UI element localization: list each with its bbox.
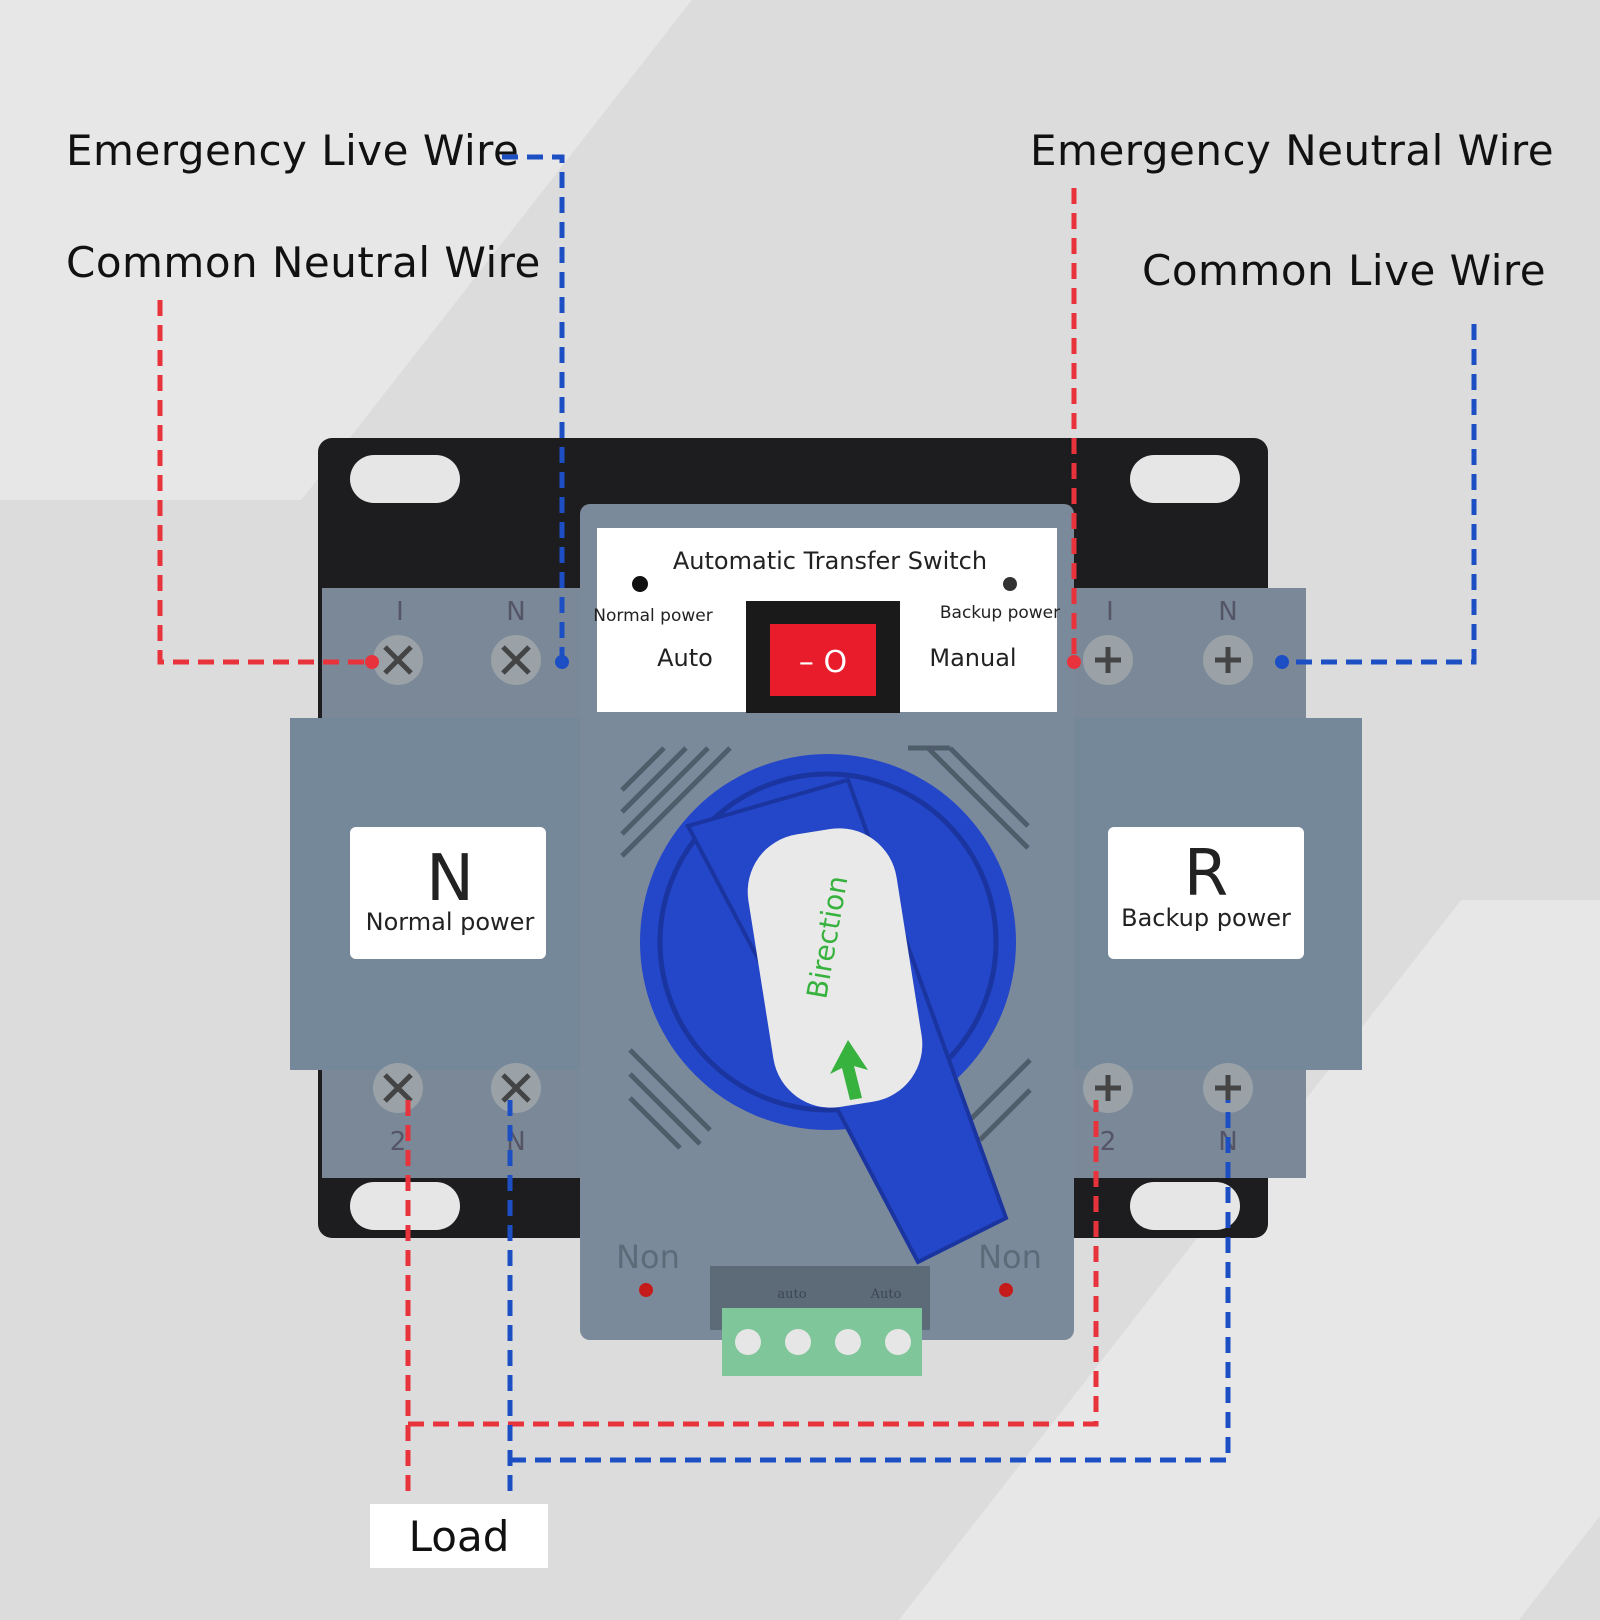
normal-panel-caption: Normal power (366, 908, 535, 936)
terminal-label: I (396, 597, 404, 627)
backup-power-module: R Backup power I N 2 N (1066, 588, 1362, 1178)
aux-label: auto (777, 1287, 806, 1302)
handle-label (747, 828, 923, 1108)
common-neutral-wire-label: Common Neutral Wire (66, 238, 541, 287)
load-label-box: Load (370, 1504, 548, 1568)
emergency-live-wire-label: Emergency Live Wire (66, 126, 520, 175)
normal-power-panel (350, 827, 546, 959)
emergency-neutral-wire-label: Emergency Neutral Wire (1030, 126, 1555, 175)
terminal-screw (491, 1063, 541, 1113)
wire-endpoint (365, 655, 379, 669)
aux-terminal-screw (735, 1329, 761, 1355)
direction-arrow-icon (830, 1040, 868, 1100)
on-label-left: Non (616, 1238, 680, 1276)
terminal-label: I (1106, 597, 1114, 627)
terminal-screw (1083, 635, 1133, 685)
terminal-label: N (1218, 597, 1237, 627)
terminal-label: 2 (390, 1127, 407, 1157)
common-neutral-wire (157, 300, 372, 665)
status-led-right (999, 1283, 1013, 1297)
normal-power-indicator (632, 576, 648, 592)
terminal-screw (1203, 635, 1253, 685)
terminal-label: N (506, 597, 525, 627)
common-live-wire (1282, 324, 1477, 665)
switch-title: Automatic Transfer Switch (673, 547, 987, 575)
backup-panel-letter: R (1184, 837, 1228, 911)
terminal-screw (1083, 1063, 1133, 1113)
wire-endpoint (555, 655, 569, 669)
load-live-wire (405, 1100, 1099, 1496)
backup-panel-caption: Backup power (1121, 904, 1291, 932)
mount-slot (350, 1182, 460, 1230)
center-controller: Automatic Transfer Switch Normal power B… (580, 504, 1074, 1376)
wire-endpoint (1067, 655, 1081, 669)
wire-endpoint (1275, 655, 1289, 669)
aux-terminal-screw (835, 1329, 861, 1355)
aux-label: Auto (870, 1287, 902, 1302)
aux-terminal-screw (885, 1329, 911, 1355)
backup-power-indicator (1003, 577, 1017, 591)
common-live-wire-label: Common Live Wire (1142, 246, 1547, 295)
load-label: Load (408, 1511, 510, 1561)
mount-slot (1130, 1182, 1240, 1230)
terminal-screw (491, 635, 541, 685)
mount-slot (1130, 455, 1240, 503)
indicator-left-label: Normal power (593, 606, 712, 626)
rocker-symbols: – O (799, 645, 847, 680)
terminal-label: 2 (1100, 1127, 1117, 1157)
mode-manual-label: Manual (929, 644, 1016, 672)
mode-rocker-switch[interactable]: – O (770, 624, 876, 696)
emergency-live-wire (502, 154, 565, 662)
terminal-screw (373, 1063, 423, 1113)
vent-slots (620, 745, 1032, 1150)
terminal-screw (1203, 1063, 1253, 1113)
aux-terminal-screw (785, 1329, 811, 1355)
normal-power-module: N Normal power I N 2 N (290, 588, 590, 1178)
backup-power-panel (1108, 827, 1304, 959)
status-led-left (639, 1283, 653, 1297)
mount-slot (350, 455, 460, 503)
terminal-screw (373, 635, 423, 685)
normal-panel-letter: N (426, 842, 474, 916)
mode-auto-label: Auto (657, 644, 713, 672)
on-label-right: Non (978, 1238, 1042, 1276)
load-neutral-wire (507, 1100, 1231, 1496)
indicator-right-label: Backup power (940, 603, 1060, 623)
